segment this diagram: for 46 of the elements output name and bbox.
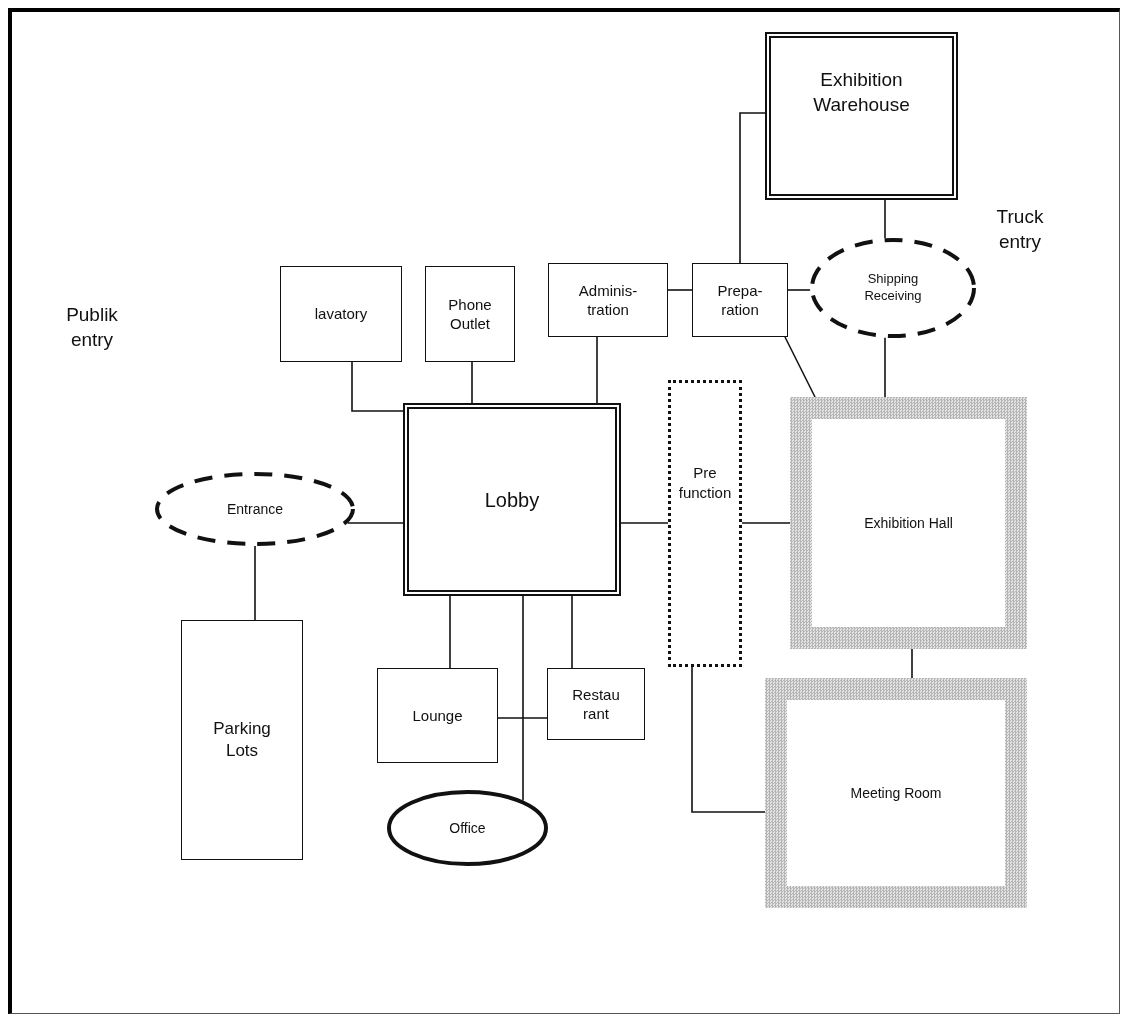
connector-line [911,648,913,679]
room-box [280,266,402,362]
connector-line [571,595,573,669]
room-label: Entrance [226,499,283,519]
entry-note: Publik entry [65,303,119,352]
room-label: Adminis- tration [577,280,639,320]
connector-line [346,522,404,524]
connector-line [620,522,669,524]
room-label: Prepa- ration [716,280,764,320]
room-label: Restau rant [571,684,621,724]
connector-line [787,289,811,291]
connector-line [497,717,548,719]
connector-line [691,666,766,813]
entry-note: Truck entry [995,205,1045,254]
connector-line [784,336,816,398]
room-label: Exhibition Warehouse [812,68,911,117]
room-label: Lounge [412,705,463,726]
connector-line [667,289,693,291]
room-box [548,263,668,337]
room-label: Exhibition Hall [864,513,953,533]
connector-line [522,595,524,802]
room-label: Pre function [677,463,733,502]
room-box [425,266,515,362]
connector-line [471,361,473,404]
room-box [547,668,645,740]
room-label: Shipping Receiving [863,271,923,305]
connector-line [884,336,886,398]
connector-line [884,199,886,240]
double-border-box [403,403,621,596]
room-box [377,668,498,763]
room-box [181,620,303,860]
connector-line [351,361,404,412]
connector-line [596,336,598,404]
connector-line [449,595,451,669]
room-box [692,263,788,337]
room-label: lavatory [314,304,368,324]
room-label: Meeting Room [850,783,942,803]
double-border-box [765,32,958,200]
room-label: Office [449,818,486,838]
connector-line [254,545,256,621]
dotted-box [668,380,742,667]
connector-line [741,522,791,524]
room-label: Lobby [484,487,540,513]
room-label: Phone Outlet [447,294,493,334]
room-label: Parking Lots [212,717,272,762]
connector-line [739,112,766,264]
